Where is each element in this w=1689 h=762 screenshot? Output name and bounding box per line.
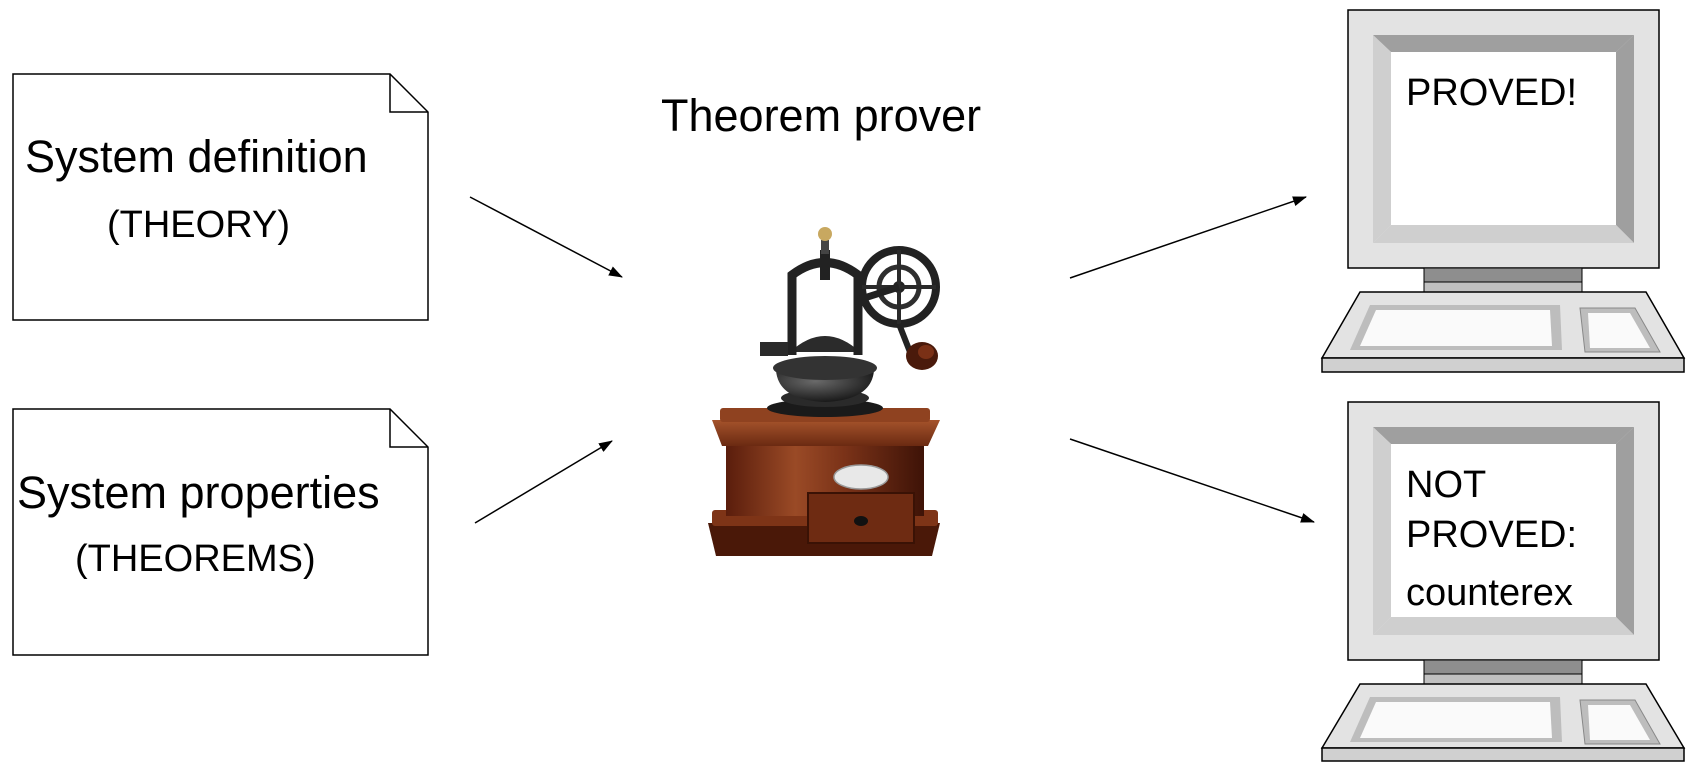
theory-document [12,73,429,321]
computer-not-proved [1320,401,1686,762]
arrow-prover-to-not-proved [1069,438,1315,523]
computer-proved [1320,9,1686,373]
theory-title: System definition [25,131,368,182]
theorems-subtitle: (THEOREMS) [75,538,316,580]
theory-subtitle: (THEORY) [107,204,290,246]
arrow-theory-to-prover [469,196,623,278]
proved-text: PROVED! [1406,72,1578,114]
arrow-prover-to-proved [1069,196,1307,279]
theorems-document [12,408,429,656]
theorems-title: System properties [17,467,380,518]
coffee-grinder-image [708,227,940,556]
arrow-theorems-to-prover [474,440,613,524]
not-text: NOT [1406,464,1487,506]
prover-title: Theorem prover [661,90,982,141]
not-proved-text: PROVED: [1406,514,1578,556]
counterex-text: counterex [1406,572,1573,614]
